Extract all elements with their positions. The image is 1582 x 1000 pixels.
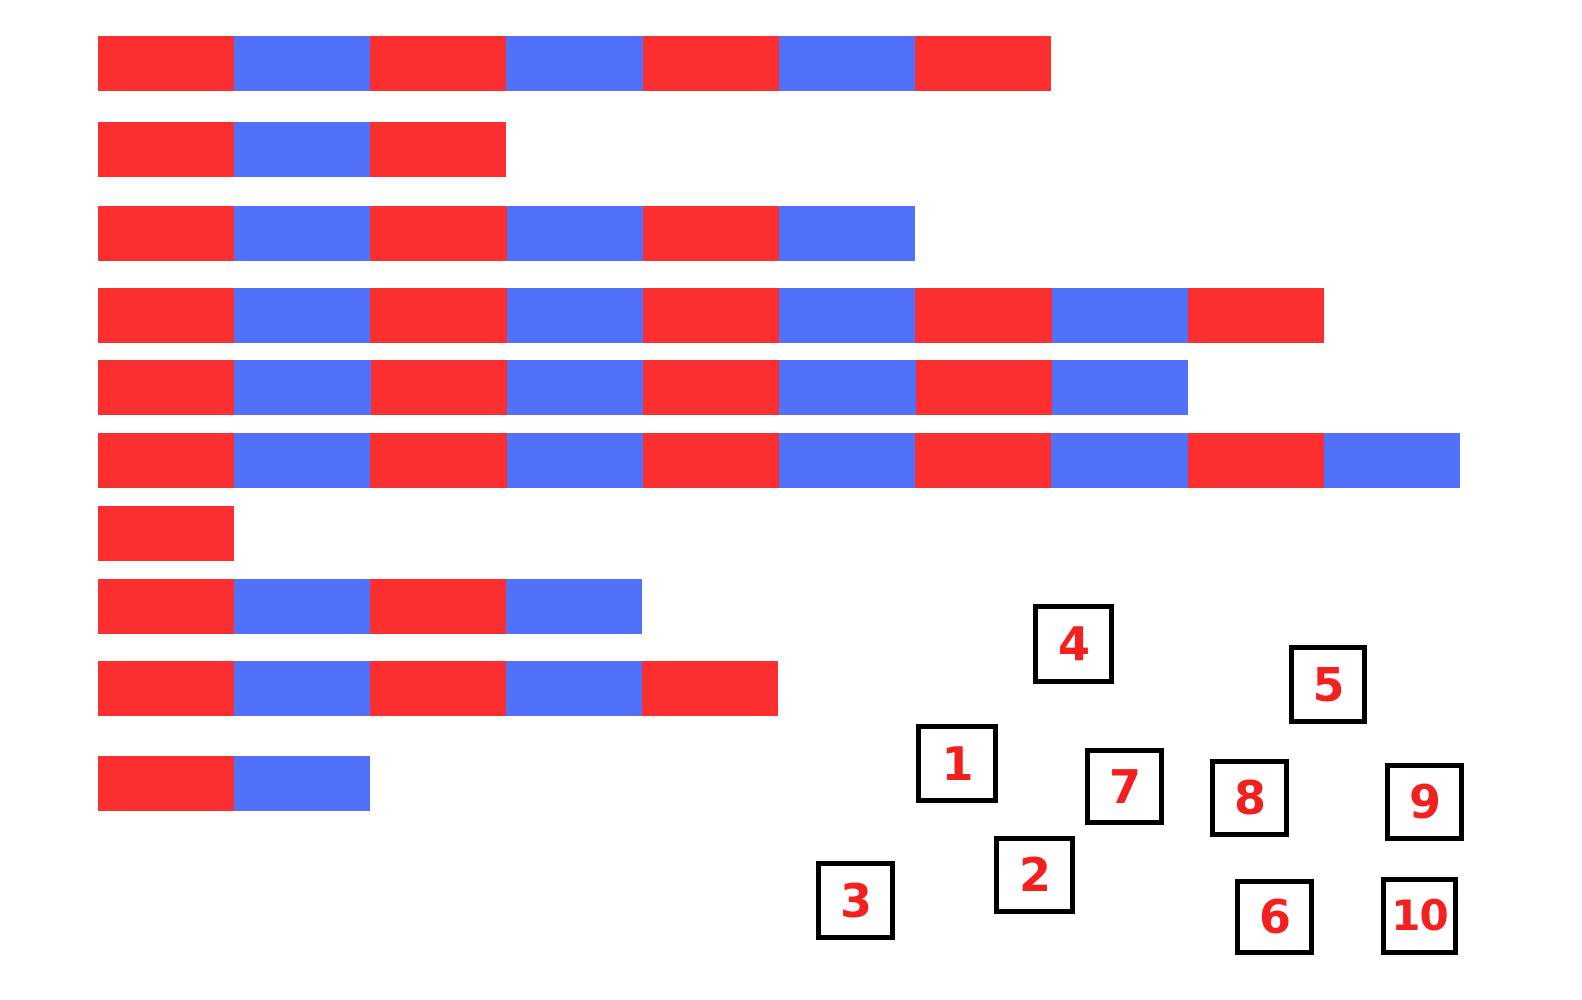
bar-segment xyxy=(234,579,370,634)
bar-segment xyxy=(234,206,371,261)
bar-segment xyxy=(642,36,779,91)
number-box[interactable]: 8 xyxy=(1210,759,1289,837)
bar-segment xyxy=(506,579,642,634)
bar-segment xyxy=(98,288,235,343)
bar-segment xyxy=(234,36,371,91)
bar-segment xyxy=(98,206,235,261)
number-box[interactable]: 5 xyxy=(1289,645,1367,724)
bar-segment xyxy=(915,360,1052,415)
bar-segment xyxy=(1323,433,1461,488)
bar-segment xyxy=(915,433,1052,488)
number-box[interactable]: 6 xyxy=(1235,879,1314,955)
bar-segment xyxy=(506,433,643,488)
bar-segment xyxy=(98,579,234,634)
bar-segment xyxy=(234,122,370,177)
bar-segment xyxy=(234,756,370,811)
bar-segment xyxy=(234,360,371,415)
bar-row xyxy=(98,36,1051,91)
bar-row xyxy=(98,206,916,261)
bar-segment xyxy=(506,661,642,716)
number-box[interactable]: 1 xyxy=(916,724,998,803)
bar-segment xyxy=(234,288,371,343)
bar-segment xyxy=(642,661,778,716)
bar-segment xyxy=(1051,288,1188,343)
bar-segment xyxy=(98,506,234,561)
bar-segment xyxy=(506,288,643,343)
number-box[interactable]: 2 xyxy=(994,836,1075,914)
bar-segment xyxy=(642,288,780,343)
bar-segment xyxy=(506,36,643,91)
bar-row xyxy=(98,661,778,716)
bar-segment xyxy=(1051,360,1188,415)
bar-row xyxy=(98,756,370,811)
bar-segment xyxy=(370,288,507,343)
bar-segment xyxy=(914,36,1051,91)
bar-segment xyxy=(370,36,507,91)
bar-row xyxy=(98,433,1461,488)
bar-segment xyxy=(1187,288,1324,343)
bar-segment xyxy=(370,579,506,634)
bar-row xyxy=(98,579,642,634)
bar-segment xyxy=(98,36,235,91)
bar-segment xyxy=(98,360,235,415)
bar-row xyxy=(98,122,506,177)
bar-segment xyxy=(370,360,507,415)
bar-segment xyxy=(1051,433,1188,488)
number-box[interactable]: 3 xyxy=(816,861,895,940)
bar-segment xyxy=(779,288,916,343)
bar-segment xyxy=(643,360,780,415)
bar-segment xyxy=(506,360,643,415)
number-box[interactable]: 10 xyxy=(1381,877,1458,955)
bar-segment xyxy=(234,433,371,488)
bar-segment xyxy=(915,288,1052,343)
bar-segment xyxy=(98,122,234,177)
bar-segment xyxy=(370,433,507,488)
number-box[interactable]: 4 xyxy=(1033,604,1114,684)
bar-row xyxy=(98,506,234,561)
bar-segment xyxy=(98,433,235,488)
bar-segment xyxy=(778,206,916,261)
bar-row xyxy=(98,360,1188,415)
bar-segment xyxy=(642,433,780,488)
bar-segment xyxy=(98,661,234,716)
bar-segment xyxy=(778,36,915,91)
bar-segment xyxy=(370,122,506,177)
bar-segment xyxy=(370,661,506,716)
bar-segment xyxy=(779,360,916,415)
bar-segment xyxy=(1187,433,1324,488)
bar-segment xyxy=(506,206,643,261)
bar-segment xyxy=(234,661,370,716)
bar-segment xyxy=(370,206,507,261)
number-box[interactable]: 7 xyxy=(1085,748,1164,825)
bar-segment xyxy=(98,756,234,811)
bar-row xyxy=(98,288,1324,343)
number-box[interactable]: 9 xyxy=(1385,763,1464,841)
bar-segment xyxy=(779,433,916,488)
bar-segment xyxy=(642,206,779,261)
